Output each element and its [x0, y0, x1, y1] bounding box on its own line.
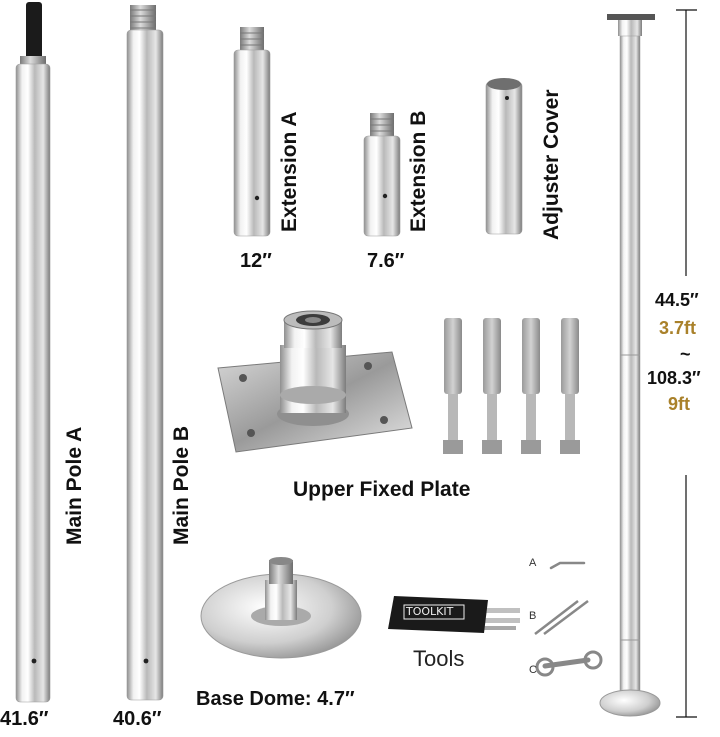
main-pole-a-image: [15, 2, 51, 703]
main-pole-b-length: 40.6″: [113, 708, 162, 730]
height-range-separator: ~: [680, 344, 691, 364]
extension-a-label: Extension A: [278, 111, 301, 232]
toolkit-pouch-image: [388, 596, 520, 633]
assembled-pole-image: [599, 14, 661, 717]
extension-b-image: [363, 113, 401, 237]
height-max-inches: 108.3″: [647, 368, 701, 389]
tool-b-letter: B: [529, 610, 537, 622]
tool-a-letter: A: [529, 557, 537, 569]
tools-label: Tools: [413, 646, 465, 671]
main-pole-a-length: 41.6″: [0, 708, 49, 730]
height-max-feet: 9ft: [668, 394, 690, 414]
tool-c-letter: C: [529, 664, 537, 676]
extension-a-image: [233, 27, 271, 237]
toolkit-text: TOOLKIT: [406, 605, 454, 618]
main-pole-b-image: [126, 5, 164, 701]
height-min-feet: 3.7ft: [659, 318, 697, 338]
main-pole-b-label: Main Pole B: [170, 425, 193, 545]
tool-b-rods-icon: [534, 600, 589, 635]
tool-a-hex-key-icon: [549, 561, 586, 570]
upper-fixed-plate-label: Upper Fixed Plate: [293, 478, 471, 501]
adjuster-cover-label: Adjuster Cover: [540, 89, 563, 240]
base-dome-image: [200, 557, 362, 659]
extension-a-length: 12″: [240, 250, 272, 272]
adjuster-cover-image: [485, 78, 523, 235]
extension-b-label: Extension B: [407, 110, 430, 232]
upper-fixed-plate-image: [217, 310, 413, 453]
base-dome-label: Base Dome: 4.7″: [196, 688, 355, 710]
anchor-screws-image: [443, 318, 580, 454]
height-dimension-line: [676, 9, 697, 718]
main-pole-a-label: Main Pole A: [63, 426, 86, 545]
tool-c-wrench-icon: [535, 650, 603, 677]
height-min-inches: 44.5″: [655, 290, 699, 311]
extension-b-length: 7.6″: [367, 250, 405, 272]
